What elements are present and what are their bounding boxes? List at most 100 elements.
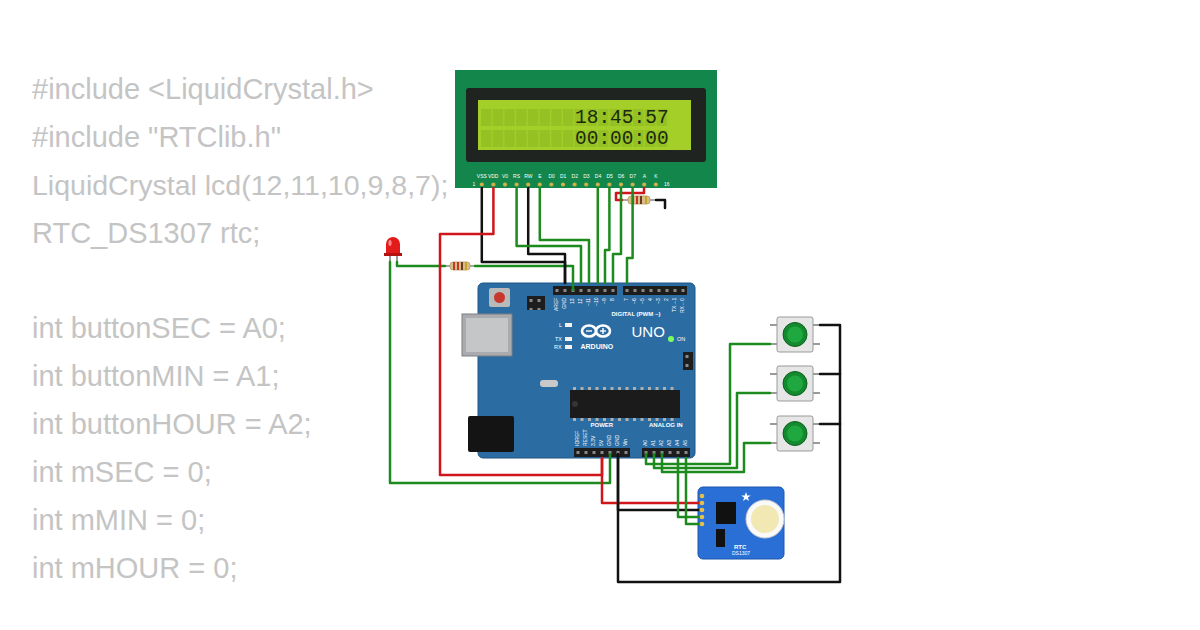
- lcd-pcb: [455, 70, 717, 188]
- logo-minus: [586, 330, 592, 331]
- pin-name: D7: [630, 174, 636, 180]
- button-cap: [783, 422, 807, 446]
- pin-number: 1: [473, 182, 476, 188]
- code-line: int buttonMIN = A1;: [32, 360, 279, 393]
- wire: [517, 188, 581, 283]
- microcontroller-chip: [570, 390, 680, 418]
- resistor-symbol: [445, 262, 475, 270]
- header-body: [623, 286, 687, 295]
- rtc-pin: [700, 515, 705, 520]
- lcd-bezel: [466, 88, 706, 162]
- led-name: TX: [555, 336, 562, 342]
- led-symbol: [384, 237, 402, 262]
- code-line: int buttonSEC = A0;: [32, 312, 286, 345]
- led-name: RX: [554, 344, 562, 350]
- push-button: [770, 416, 820, 451]
- power-led: [668, 336, 674, 342]
- pin-name: 7: [624, 298, 630, 301]
- resistor-band: [457, 262, 459, 270]
- logo-plus: [602, 328, 603, 334]
- icsp-body: [683, 352, 693, 370]
- pin-name: GND: [562, 298, 568, 309]
- resistor-band: [645, 196, 647, 204]
- button-cap: [783, 372, 807, 396]
- pin-name: D5: [606, 174, 612, 180]
- rtc-illustration: [698, 487, 784, 559]
- status-led: [565, 337, 572, 341]
- pin-name: V0: [502, 174, 508, 180]
- header-body: [553, 286, 617, 295]
- resistor-band: [640, 196, 642, 204]
- code-line: LiquidCrystal lcd(12,11,10,9,8,7);: [32, 169, 448, 202]
- pin-name: 2: [664, 298, 670, 301]
- status-led: [565, 323, 572, 327]
- arduino-illustration: [462, 283, 695, 458]
- reset-cap: [494, 292, 505, 303]
- pin-name: Vin: [623, 439, 629, 446]
- rtc-chip: [716, 502, 736, 524]
- pin-name: A0: [643, 440, 649, 446]
- pin-name: 5V: [599, 440, 605, 446]
- pin-name: A3: [667, 440, 673, 446]
- button-cap-top: [787, 426, 803, 442]
- rtc-pin: [700, 494, 705, 499]
- wire: [654, 393, 770, 468]
- header-title: DIGITAL (PWM ~): [612, 311, 661, 318]
- logo-loop: [596, 326, 610, 337]
- lcd-module: [455, 70, 717, 188]
- pin-name: 4: [648, 298, 654, 301]
- wire: [602, 458, 698, 503]
- header-pins: [623, 286, 687, 295]
- push-button: [770, 366, 820, 401]
- header-body: [574, 448, 630, 457]
- rtc-crystal: [716, 529, 725, 547]
- pin-name: AREF: [554, 298, 560, 311]
- power-jack: [468, 416, 514, 452]
- pin-name: GND: [615, 435, 621, 446]
- pin-name: RW: [524, 174, 532, 180]
- rtc-pin: [700, 522, 705, 527]
- push-button: [770, 317, 820, 352]
- wire: [820, 423, 840, 426]
- pin-name: TX→1: [672, 298, 678, 312]
- pin-name: 13: [570, 298, 576, 304]
- pin-name: ~11: [586, 298, 592, 306]
- wire: [605, 188, 609, 283]
- pin-name: ~5: [640, 298, 646, 304]
- button-body: [777, 366, 813, 401]
- pin-name: IOREF: [575, 431, 581, 446]
- reset-button: [489, 288, 510, 307]
- resistor-band: [465, 262, 467, 270]
- wires: [390, 188, 840, 582]
- wire: [540, 188, 589, 283]
- chip-pins: [573, 387, 678, 390]
- resistor-band: [636, 196, 638, 204]
- pin-name: D3: [583, 174, 589, 180]
- pin-name: GND: [607, 435, 613, 446]
- pin-name: A4: [675, 440, 681, 446]
- header-title: ANALOG IN: [649, 422, 683, 429]
- resistor-symbol: [622, 196, 656, 204]
- pin-name: K: [654, 174, 657, 180]
- crystal: [540, 380, 558, 387]
- button-cap-top: [787, 327, 803, 343]
- icsp-header: [683, 352, 693, 370]
- icsp-header: [527, 296, 545, 310]
- digital-header: [553, 286, 617, 295]
- pin-name: E: [538, 174, 541, 180]
- pin-name: 8: [610, 298, 616, 301]
- pin-name: ~6: [632, 298, 638, 304]
- lcd-readout: 00:00:00: [575, 128, 669, 150]
- wire: [678, 458, 698, 517]
- rtc-pin: [700, 501, 705, 506]
- pin-name: RX←0: [680, 298, 686, 313]
- header-body: [642, 448, 690, 457]
- pin-name: A: [643, 174, 646, 180]
- header-title: POWER: [591, 422, 614, 429]
- pin-name: 3.3V: [591, 436, 597, 446]
- pin-name: A1: [651, 440, 657, 446]
- pin-name: VDD: [488, 174, 499, 180]
- resistor-body: [628, 196, 650, 204]
- module-name: RTC: [734, 544, 746, 551]
- brand-star: [741, 492, 751, 501]
